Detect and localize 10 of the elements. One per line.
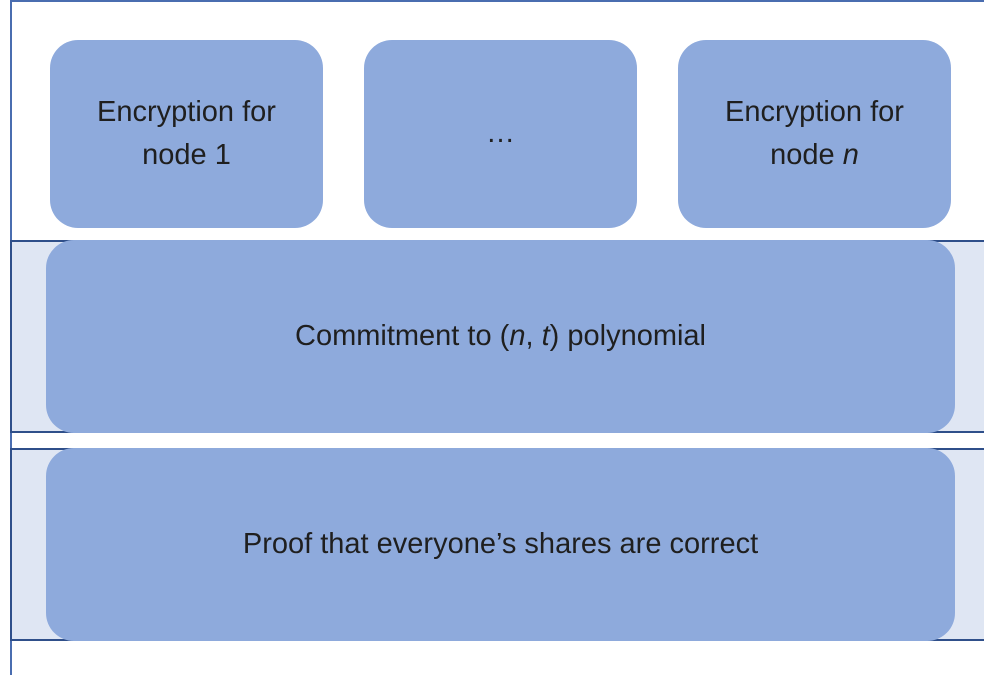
rounded-box [46,448,955,641]
rounded-box [678,40,951,228]
rounded-box [46,240,955,433]
box-label: … [486,116,515,152]
box-label: Commitment to (n, t) polynomial [295,318,706,354]
box-label: Proof that everyone’s shares are correct [242,526,758,562]
box-label: Encryption for node n [724,94,905,173]
box-label: Encryption for node 1 [96,94,277,173]
rounded-box [364,40,637,228]
rounded-box [50,40,323,228]
